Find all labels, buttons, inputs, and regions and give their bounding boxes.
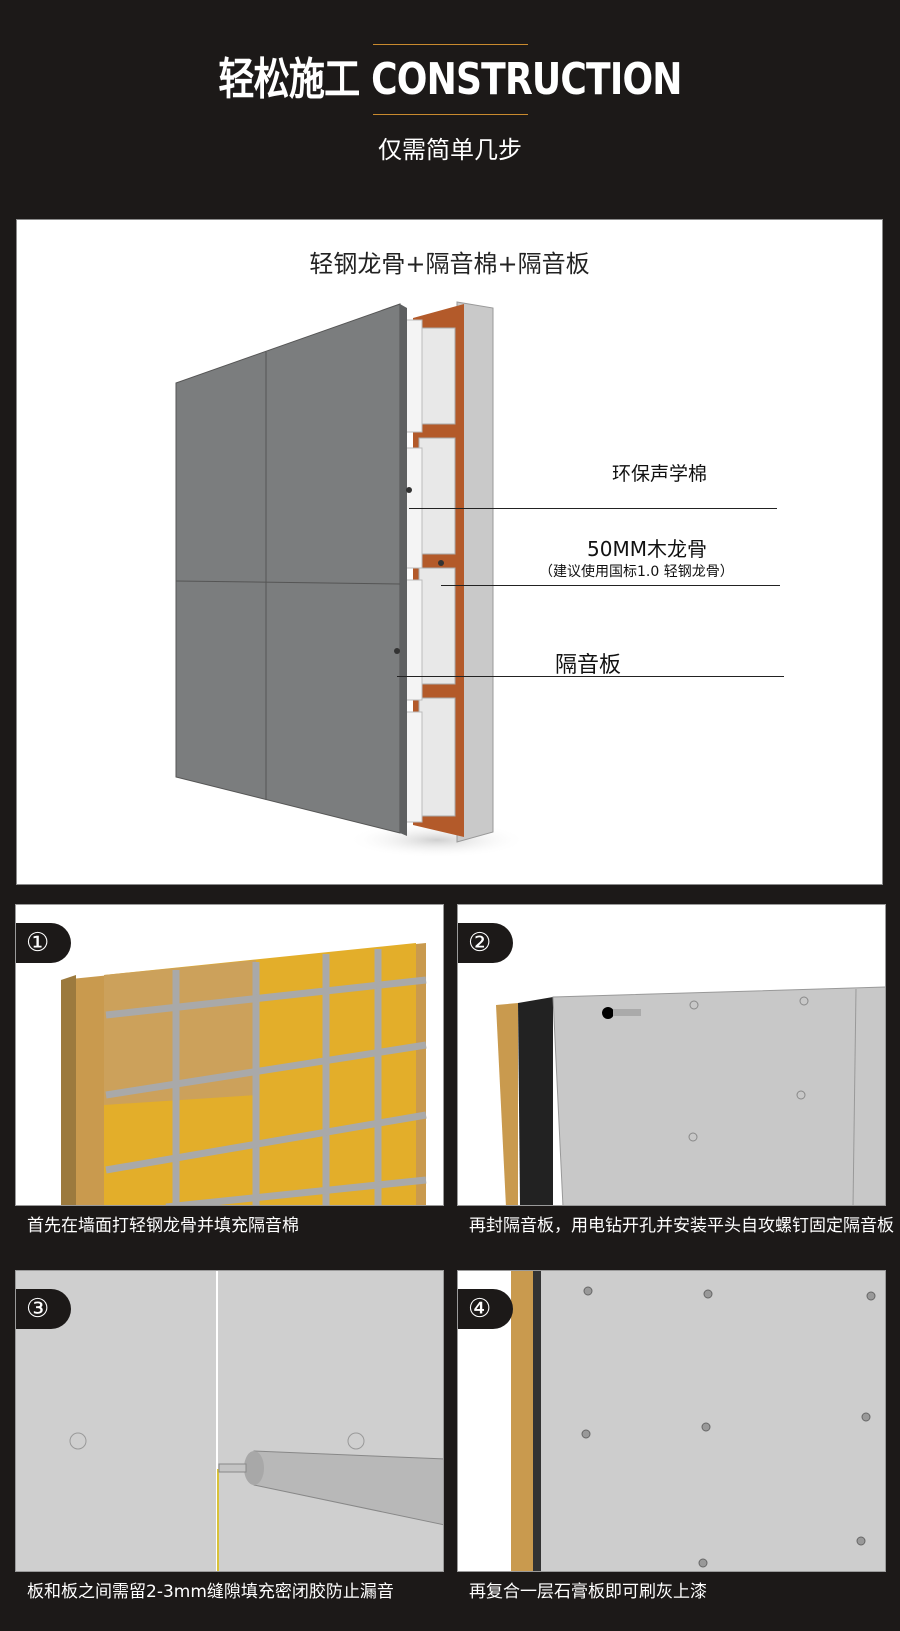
leader-line-keel: [441, 585, 780, 586]
step-1-panel: ①: [15, 904, 444, 1206]
structure-diagram-panel: 轻钢龙骨+隔音棉+隔音板 环保声学棉: [16, 219, 883, 885]
wall-structure-illustration: [175, 301, 527, 858]
step-2-panel: ②: [457, 904, 886, 1206]
diagram-heading: 轻钢龙骨+隔音棉+隔音板: [309, 250, 590, 278]
finished-wall-illustration: [511, 1271, 885, 1571]
step-3-panel: ③: [15, 1270, 444, 1572]
board-screw-illustration: [496, 986, 885, 1205]
step-4-badge: ④: [458, 1289, 513, 1329]
leader-line-cotton: [409, 508, 777, 509]
label-acoustic-cotton: 环保声学棉: [612, 463, 708, 485]
keel-and-cotton-illustration: [61, 943, 427, 1205]
step-1-caption: 首先在墙面打轻钢龙骨并填充隔音棉: [27, 1216, 299, 1236]
divider-bottom: [373, 114, 528, 115]
step-1-badge: ①: [16, 923, 71, 963]
leader-line-board: [397, 676, 784, 677]
step-4-caption: 再复合一层石膏板即可刷灰上漆: [469, 1582, 707, 1602]
step-2-caption: 再封隔音板，用电钻开孔并安装平头自攻螺钉固定隔音板: [469, 1216, 894, 1236]
page-title: 轻松施工 CONSTRUCTION: [218, 54, 682, 105]
label-soundproof-board: 隔音板: [555, 653, 622, 678]
label-keel-note: （建议使用国标1.0 轻钢龙骨）: [539, 564, 734, 580]
label-wood-keel: 50MM木龙骨: [587, 537, 707, 561]
step-3-badge: ③: [16, 1289, 71, 1329]
sealant-gun-illustration: [69, 1271, 443, 1571]
page-subtitle: 仅需简单几步: [378, 136, 522, 164]
step-3-caption: 板和板之间需留2-3mm缝隙填充密闭胶防止漏音: [27, 1582, 394, 1602]
step-4-panel: ④: [457, 1270, 886, 1572]
step-2-badge: ②: [458, 923, 513, 963]
divider-top: [373, 44, 528, 45]
